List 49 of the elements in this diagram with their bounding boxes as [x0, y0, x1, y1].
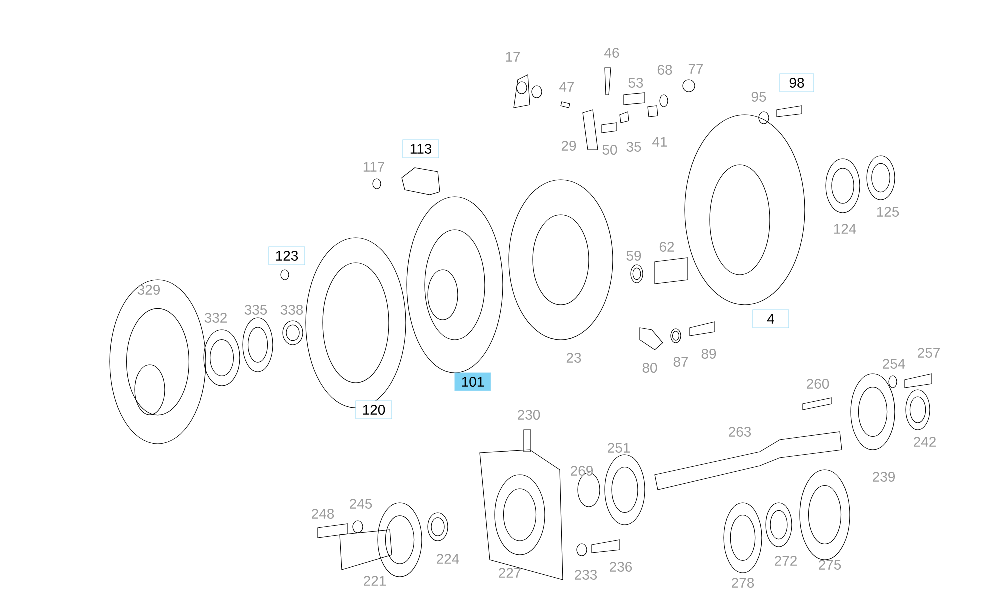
callout-box: 4: [752, 310, 790, 328]
callout-number: 117: [364, 162, 384, 172]
callout-number: 275: [819, 560, 842, 570]
callout-number: 77: [688, 64, 704, 74]
callout-number: 87: [674, 357, 688, 367]
callout-number: 53: [628, 78, 644, 88]
callout-number: 221: [364, 576, 386, 586]
callout-box: 101: [454, 372, 492, 392]
callout-box: 98: [780, 74, 814, 92]
callout-box: 120: [356, 400, 392, 420]
callout-number: 50: [602, 145, 618, 155]
callout-box: 123: [268, 246, 306, 266]
callout-number: 329: [138, 285, 160, 295]
callout-number: 251: [608, 443, 630, 453]
callout-number: 35: [626, 142, 642, 152]
callout-number: 95: [752, 92, 766, 102]
callout-number: 230: [518, 410, 540, 420]
callout-number: 257: [918, 348, 940, 358]
callout-number: 17: [506, 52, 520, 62]
callout-number: 23: [566, 353, 582, 363]
callout-number: 89: [702, 349, 716, 359]
callout-number: 59: [626, 251, 642, 261]
callout-number: 242: [914, 437, 936, 447]
callout-number: 227: [499, 568, 521, 578]
callout-number: 41: [652, 137, 668, 147]
callout-number: 46: [604, 48, 620, 58]
callout-number: 260: [807, 379, 830, 389]
callout-number: 263: [729, 427, 752, 437]
callout-number: 245: [350, 499, 372, 509]
callout-number: 224: [437, 554, 460, 564]
callout-number: 239: [873, 472, 896, 482]
callout-number: 338: [280, 305, 304, 315]
callout-number: 269: [571, 466, 594, 476]
callout-number: 124: [834, 224, 856, 234]
callout-number: 236: [610, 562, 632, 572]
callout-number: 254: [883, 359, 906, 369]
callout-number: 47: [560, 82, 574, 92]
callout-number: 248: [312, 509, 334, 519]
callout-number: 278: [732, 578, 754, 588]
callout-number: 125: [877, 207, 900, 217]
callout-number: 80: [642, 363, 658, 373]
callout-number: 62: [660, 242, 674, 252]
callout-number: 29: [562, 141, 576, 151]
callout-number: 335: [244, 305, 268, 315]
callout-number: 233: [575, 570, 598, 580]
callout-number: 332: [204, 313, 227, 323]
callout-box: 113: [402, 140, 440, 158]
callout-number: 272: [775, 556, 797, 566]
callout-number: 68: [658, 65, 672, 75]
